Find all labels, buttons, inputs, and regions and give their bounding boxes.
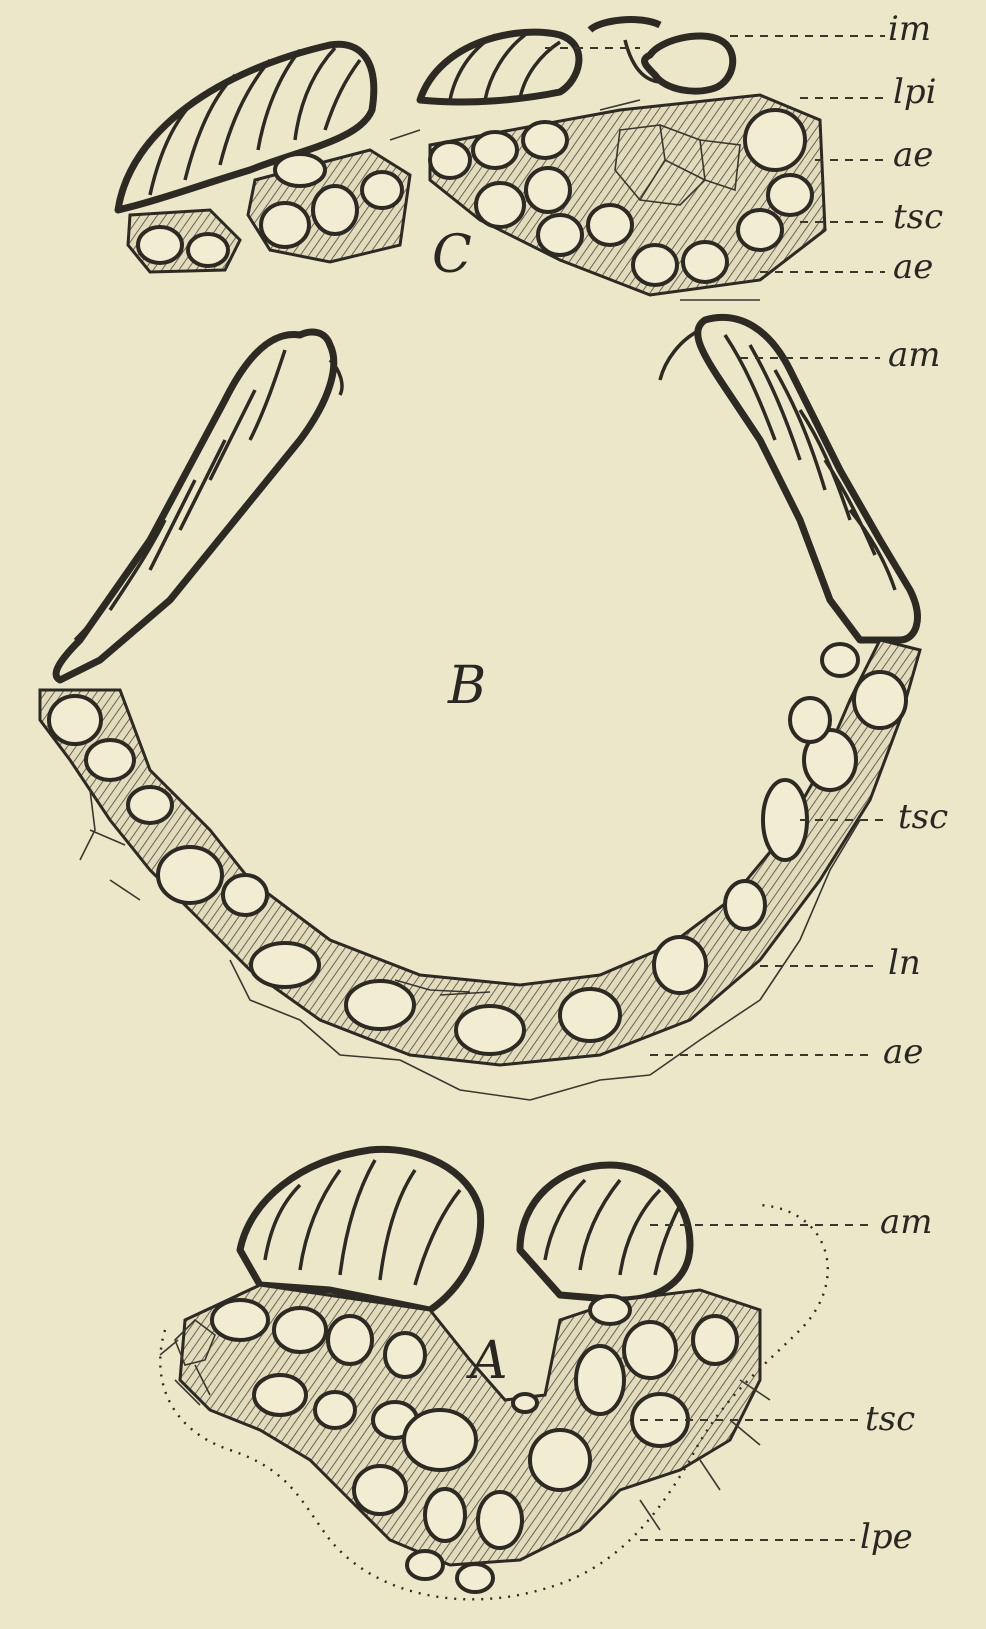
label-a-tsc: tsc: [865, 1399, 915, 1439]
label-a-lpe: lpe: [860, 1517, 913, 1557]
label-b-tsc: tsc: [898, 797, 948, 837]
label-c-im: im: [888, 9, 931, 49]
label-b-am: am: [888, 335, 941, 375]
label-c-ae-upper: ae: [893, 135, 933, 175]
label-c-lpi: lpi: [893, 72, 937, 112]
label-b-ln: ln: [888, 943, 921, 983]
label-c-tsc: tsc: [893, 197, 943, 237]
panel-label-c: C: [432, 225, 472, 285]
label-a-am: am: [880, 1202, 933, 1242]
label-b-ae: ae: [883, 1032, 923, 1072]
label-c-ae-lower: ae: [893, 247, 933, 287]
panel-label-b: B: [447, 656, 486, 716]
panel-label-a: A: [466, 1331, 508, 1391]
